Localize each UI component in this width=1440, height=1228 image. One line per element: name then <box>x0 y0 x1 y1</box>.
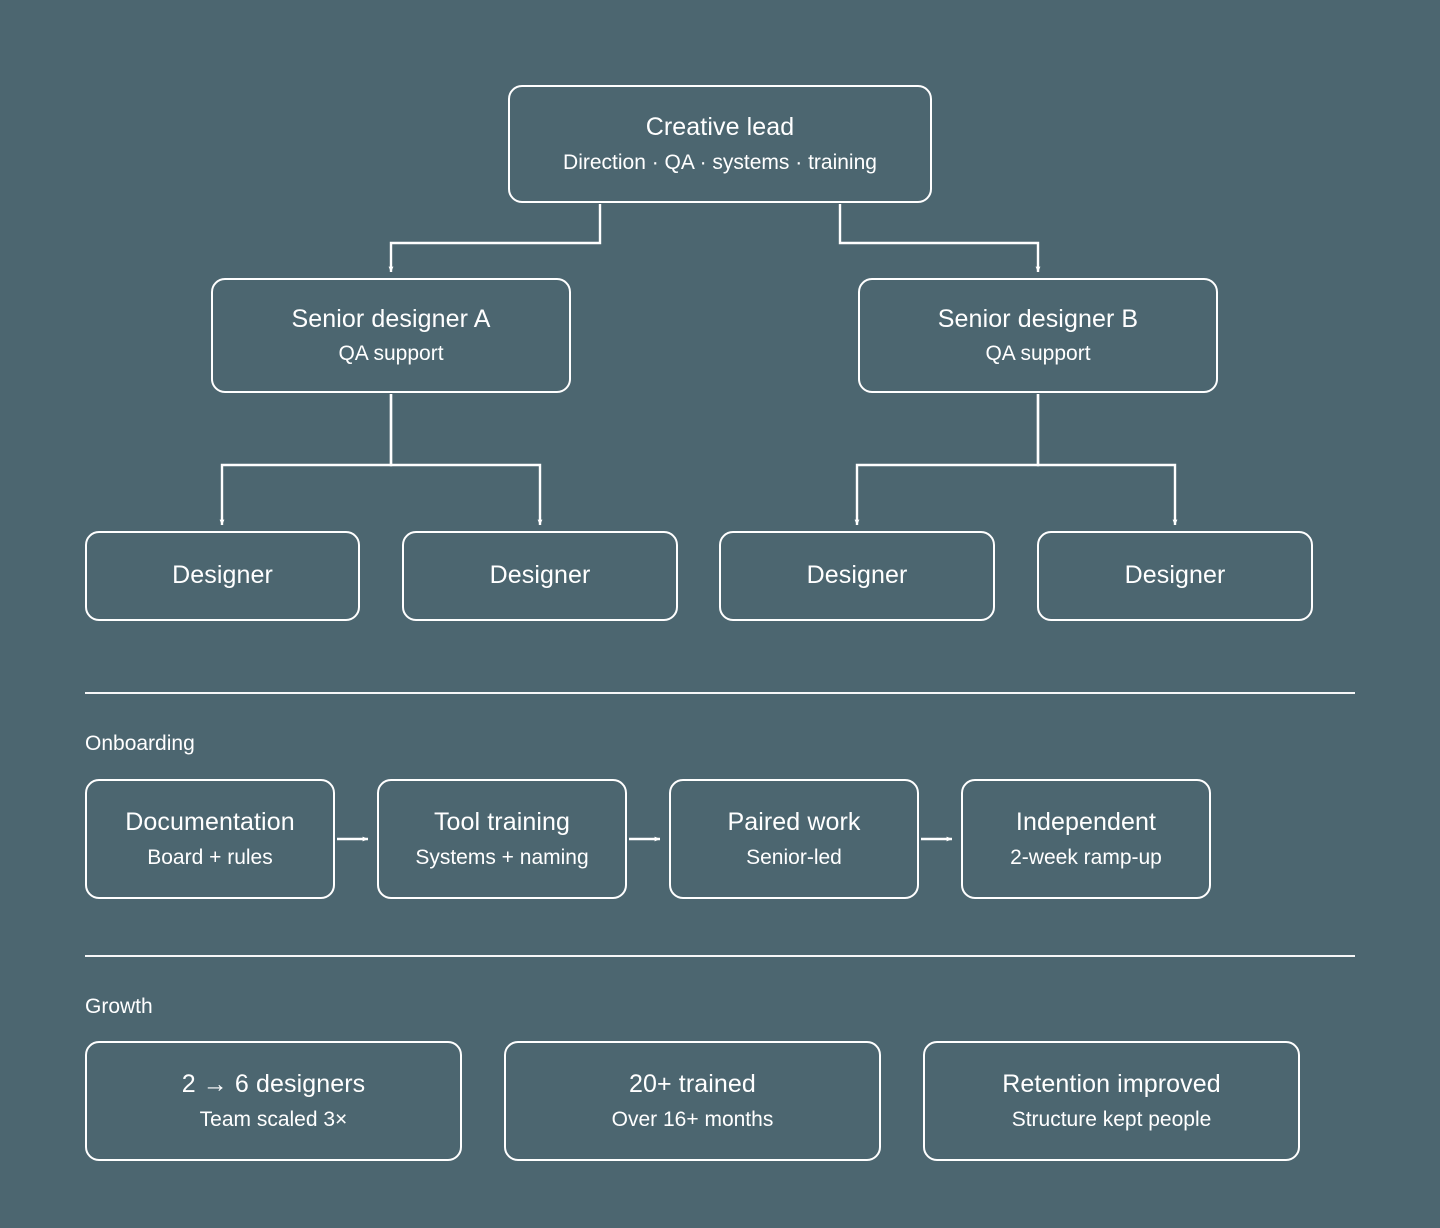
growth-card-subtitle: Over 16+ months <box>611 1108 774 1132</box>
edge-lead-to-senior-b <box>838 204 1041 273</box>
growth-card-trained[interactable]: 20+ trained Over 16+ months <box>504 1041 881 1161</box>
node-designer[interactable]: Designer <box>85 531 360 621</box>
node-title: Designer <box>1124 561 1226 590</box>
growth-card-retention[interactable]: Retention improved Structure kept people <box>923 1041 1300 1161</box>
step-title: Tool training <box>433 807 571 836</box>
node-subtitle: QA support <box>985 342 1091 366</box>
node-designer[interactable]: Designer <box>1037 531 1313 621</box>
growth-card-title: 2 → 6 designers <box>181 1069 366 1098</box>
node-designer[interactable]: Designer <box>719 531 995 621</box>
node-title: Designer <box>172 561 273 590</box>
step-subtitle: Systems + naming <box>415 846 589 870</box>
step-title: Documentation <box>125 807 295 836</box>
node-title: Designer <box>489 561 591 590</box>
node-subtitle: Direction · QA · systems · training <box>563 150 877 174</box>
edge-senior-b-to-designer-2 <box>854 394 1040 526</box>
step-subtitle: 2-week ramp-up <box>1010 846 1162 870</box>
onboarding-step-paired-work[interactable]: Paired work Senior-led <box>669 779 919 899</box>
node-subtitle: QA support <box>338 342 444 366</box>
node-senior-designer-b[interactable]: Senior designer B QA support <box>858 278 1218 393</box>
onboarding-step-documentation[interactable]: Documentation Board + rules <box>85 779 335 899</box>
edge-senior-a-to-designer-1 <box>389 394 543 526</box>
section-divider-onboarding <box>85 692 1355 694</box>
section-label-growth: Growth <box>85 995 153 1018</box>
node-title: Creative lead <box>645 113 795 142</box>
growth-card-title: Retention improved <box>1002 1069 1221 1098</box>
step-subtitle: Board + rules <box>147 846 273 870</box>
step-title: Independent <box>1015 807 1157 836</box>
node-creative-lead[interactable]: Creative lead Direction · QA · systems ·… <box>508 85 932 203</box>
section-label-onboarding: Onboarding <box>85 732 195 755</box>
growth-card-subtitle: Team scaled 3× <box>199 1108 348 1132</box>
onboarding-step-tool-training[interactable]: Tool training Systems + naming <box>377 779 627 899</box>
section-divider-growth <box>85 955 1355 957</box>
step-title: Paired work <box>727 807 861 836</box>
node-designer[interactable]: Designer <box>402 531 678 621</box>
edge-lead-to-senior-a <box>388 204 602 273</box>
growth-card-designers-scaled[interactable]: 2 → 6 designers Team scaled 3× <box>85 1041 462 1161</box>
node-title: Senior designer A <box>291 304 491 333</box>
node-title: Designer <box>806 561 908 590</box>
edge-senior-b-to-designer-3 <box>1036 394 1178 526</box>
node-senior-designer-a[interactable]: Senior designer A QA support <box>211 278 571 393</box>
edge-senior-a-to-designer-0 <box>219 394 393 526</box>
onboarding-step-independent[interactable]: Independent 2-week ramp-up <box>961 779 1211 899</box>
growth-card-title: 20+ trained <box>629 1069 756 1098</box>
step-subtitle: Senior-led <box>746 846 842 870</box>
node-title: Senior designer B <box>937 304 1139 333</box>
growth-card-subtitle: Structure kept people <box>1011 1108 1212 1132</box>
